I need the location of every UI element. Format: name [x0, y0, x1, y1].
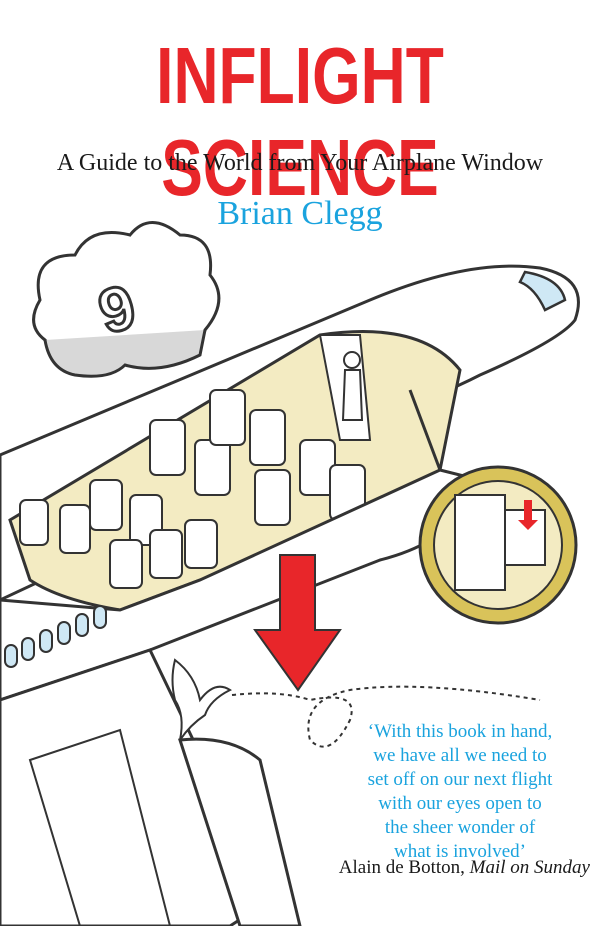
down-arrow-icon — [253, 554, 342, 692]
quote-line: we have all we need to — [373, 745, 547, 766]
book-author: Brian Clegg — [217, 195, 383, 232]
quote-line: with our eyes open to — [378, 793, 542, 814]
lavatory-porthole — [418, 465, 578, 625]
bird-icon — [171, 658, 232, 741]
quote-line: the sheer wonder of — [384, 817, 536, 838]
quote-line: ‘With this book in hand, — [367, 721, 553, 742]
quote-line: what is involved’ — [394, 841, 526, 862]
attribution-source: Mail on Sunday — [469, 857, 590, 878]
quote-line: set off on our next flight — [367, 769, 553, 790]
quote-attribution: Alain de Botton, Mail on Sunday — [300, 857, 590, 879]
book-subtitle: A Guide to the World from Your Airplane … — [56, 150, 544, 176]
review-quote: ‘With this book in hand, we have all we … — [330, 720, 590, 864]
book-title: INFLIGHT SCIENCE — [156, 31, 444, 212]
cloud-icon: 9 — [32, 221, 221, 378]
attribution-name: Alain de Botton, — [338, 857, 470, 878]
